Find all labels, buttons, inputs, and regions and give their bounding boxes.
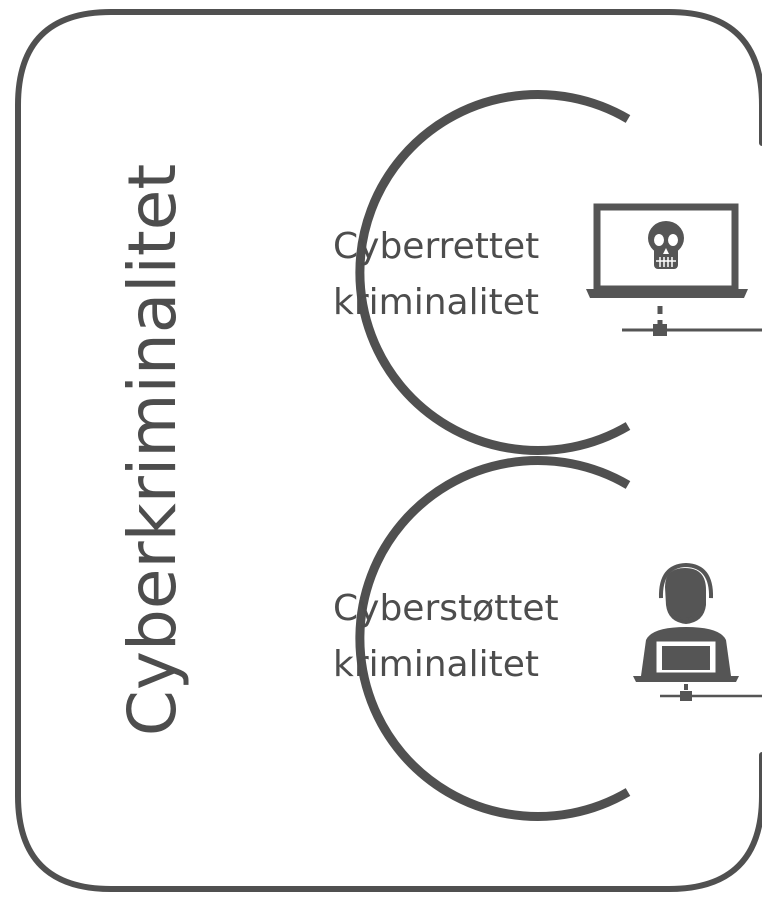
section-2-line1: Cyberstøttet	[333, 588, 559, 629]
outer-frame	[15, 9, 762, 892]
upper-arc	[355, 90, 631, 455]
main-title: Cyberkriminalitet	[114, 164, 191, 736]
hacker-laptop-icon	[633, 562, 762, 701]
skull-icon	[648, 221, 684, 269]
section-1-line1: Cyberrettet	[333, 226, 539, 267]
section-2-line2: kriminalitet	[333, 644, 539, 685]
lower-arc	[355, 456, 631, 821]
computer-skull-icon	[586, 203, 762, 336]
section-1-line2: kriminalitet	[333, 282, 539, 323]
